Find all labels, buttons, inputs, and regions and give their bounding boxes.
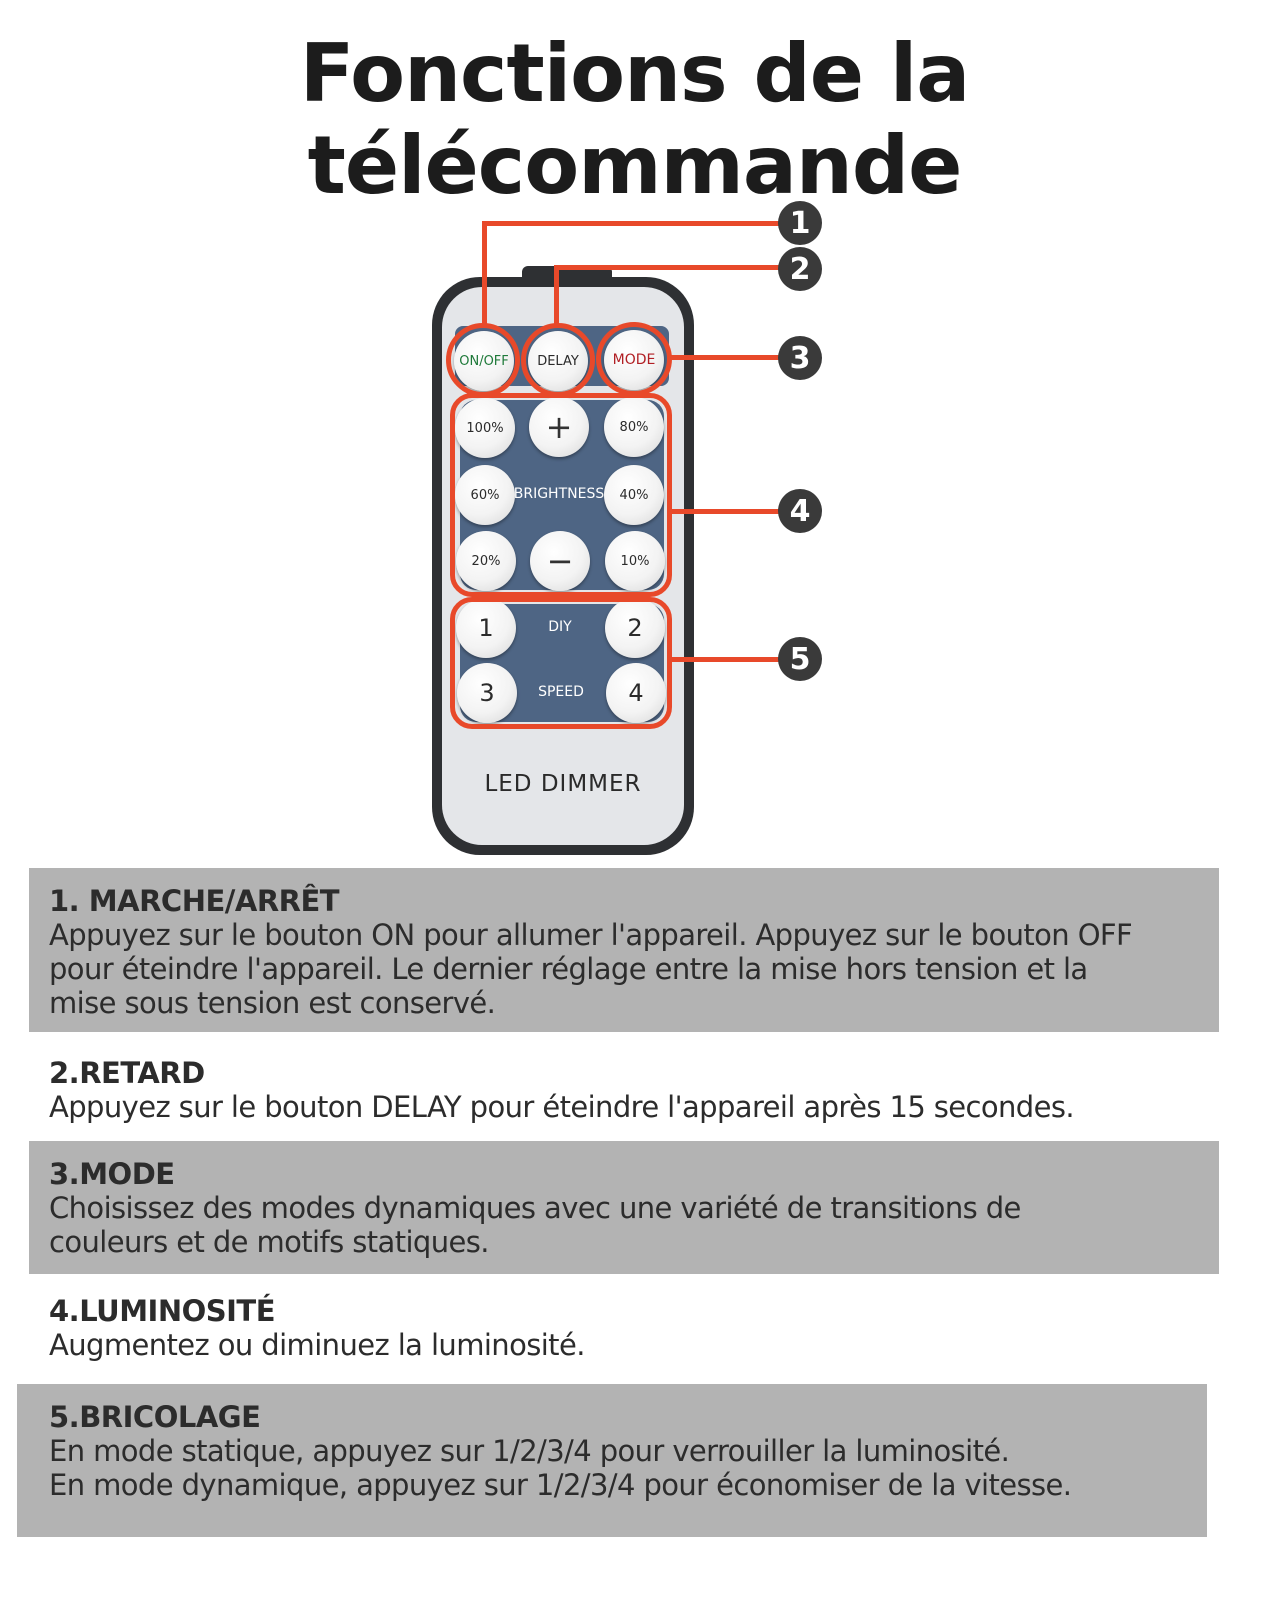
diy-4-button[interactable]: 4: [606, 663, 666, 723]
section-heading: 5.BRICOLAGE: [49, 1400, 261, 1434]
diy-label: DIY: [548, 619, 572, 635]
callout-ring-delay: [521, 323, 595, 397]
section-diy: 5.BRICOLAGE En mode statique, appuyez su…: [17, 1384, 1207, 1537]
brightness-60-button[interactable]: 60%: [455, 465, 515, 525]
speed-label: SPEED: [538, 684, 584, 700]
leader-line-4: [670, 509, 782, 514]
callout-ring-mode: [596, 322, 672, 396]
page-title: Fonctions de la télécommande: [0, 28, 1269, 212]
callout-frame-brightness: [450, 393, 672, 597]
callout-ring-on-off: [446, 323, 520, 397]
section-delay: 2.RETARD Appuyez sur le bouton DELAY pou…: [29, 1040, 1219, 1136]
section-mode: 3.MODE Choisissez des modes dynamiques a…: [29, 1141, 1219, 1274]
section-heading: 4.LUMINOSITÉ: [49, 1294, 276, 1328]
callout-number-2: 2: [778, 247, 822, 291]
leader-line-3: [670, 355, 782, 360]
leader-line-1-horizontal: [482, 221, 782, 226]
section-heading: 3.MODE: [49, 1157, 175, 1191]
callout-frame-diy: [450, 597, 672, 729]
brightness-plus-button[interactable]: +: [529, 397, 589, 457]
brightness-10-button[interactable]: 10%: [605, 531, 665, 591]
section-heading: 2.RETARD: [49, 1056, 205, 1090]
section-on-off: 1. MARCHE/ARRÊT Appuyez sur le bouton ON…: [29, 868, 1219, 1032]
section-line: couleurs et de motifs statiques.: [49, 1225, 489, 1259]
section-line: Choisissez des modes dynamiques avec une…: [49, 1191, 1021, 1225]
callout-number-4: 4: [778, 489, 822, 533]
section-line: Appuyez sur le bouton ON pour allumer l'…: [49, 918, 1133, 952]
leader-line-1-vertical: [482, 221, 487, 325]
section-line: pour éteindre l'appareil. Le dernier rég…: [49, 952, 1088, 986]
section-line: Augmentez ou diminuez la luminosité.: [49, 1328, 585, 1362]
section-line: mise sous tension est conservé.: [49, 986, 496, 1020]
brightness-minus-button[interactable]: −: [530, 531, 590, 591]
section-brightness: 4.LUMINOSITÉ Augmentez ou diminuez la lu…: [29, 1278, 1219, 1378]
section-line: En mode statique, appuyez sur 1/2/3/4 po…: [49, 1434, 1010, 1468]
brightness-20-button[interactable]: 20%: [456, 531, 516, 591]
leader-line-2-vertical: [554, 265, 559, 325]
leader-line-5: [670, 657, 782, 662]
section-line: Appuyez sur le bouton DELAY pour éteindr…: [49, 1090, 1075, 1124]
led-dimmer-label: LED DIMMER: [484, 771, 642, 797]
callout-number-5: 5: [778, 637, 822, 681]
title-line-1: Fonctions de la: [299, 27, 971, 120]
callout-number-3: 3: [778, 336, 822, 380]
title-line-2: télécommande: [307, 119, 963, 212]
section-line: En mode dynamique, appuyez sur 1/2/3/4 p…: [49, 1468, 1072, 1502]
section-heading: 1. MARCHE/ARRÊT: [49, 884, 340, 918]
callout-number-1: 1: [778, 201, 822, 245]
leader-line-2-horizontal: [554, 265, 782, 270]
brightness-label: BRIGHTNESS: [513, 486, 605, 502]
brightness-40-button[interactable]: 40%: [604, 465, 664, 525]
